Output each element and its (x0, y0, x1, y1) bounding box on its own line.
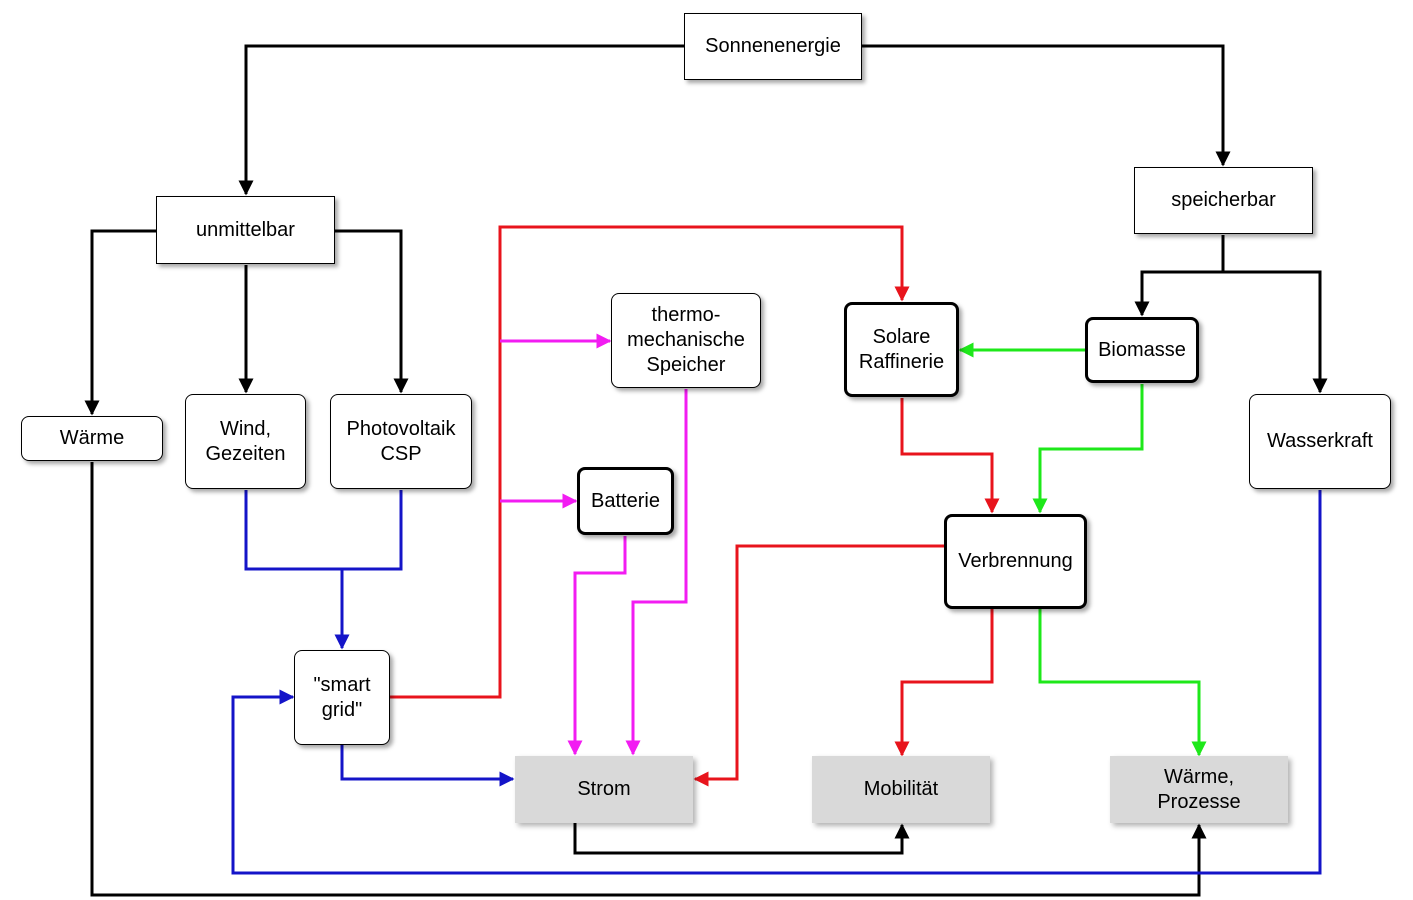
edge-wasserkraft-smart-grid (231, 490, 1322, 875)
edge-wind-merge (244, 490, 403, 571)
node-batterie[interactable]: Batterie (577, 467, 674, 535)
edge-sonnenenergie-speicherbar (862, 44, 1231, 167)
edge-smart-grid-strom (340, 745, 515, 787)
node-smart-grid[interactable]: "smart grid" (294, 650, 390, 745)
node-mobilitaet[interactable]: Mobilität (812, 756, 990, 823)
node-thermo[interactable]: thermo- mechanische Speicher (611, 293, 761, 388)
edge-thermo-strom (625, 389, 688, 756)
edge-batterie-strom (567, 536, 627, 756)
edge-biomasse-verbrennung (1032, 384, 1144, 514)
edge-strom-mobilitaet (573, 823, 910, 855)
node-wasserkraft[interactable]: Wasserkraft (1249, 394, 1391, 489)
node-unmittelbar[interactable]: unmittelbar (156, 196, 335, 264)
node-speicherbar[interactable]: speicherbar (1134, 167, 1313, 234)
node-biomasse[interactable]: Biomasse (1085, 317, 1199, 383)
edge-unmittelbar-photovoltaik (335, 229, 409, 394)
edge-sonnenenergie-unmittelbar (238, 44, 684, 196)
edge-waerme-waerme-prozesse (90, 462, 1207, 897)
edge-smart-grid-solare (390, 225, 910, 699)
node-wind[interactable]: Wind, Gezeiten (185, 394, 306, 489)
node-verbrennung[interactable]: Verbrennung (944, 514, 1087, 609)
edge-verbrennung-strom (693, 544, 944, 787)
edge-solare-verbrennung (900, 398, 1000, 514)
edge-verbrennung-mobilitaet (894, 609, 994, 757)
node-sonnenenergie[interactable]: Sonnenenergie (684, 13, 862, 80)
edge-verbrennung-waerme-prozesse (1038, 609, 1207, 757)
edge-speicherbar-biomasse (1134, 235, 1225, 317)
node-photovoltaik[interactable]: Photovoltaik CSP (330, 394, 472, 489)
node-waerme-prozesse[interactable]: Wärme, Prozesse (1110, 756, 1288, 823)
node-strom[interactable]: Strom (515, 756, 693, 823)
node-solare-raffinerie[interactable]: Solare Raffinerie (844, 302, 959, 397)
node-waerme[interactable]: Wärme (21, 416, 163, 461)
edge-unmittelbar-waerme (84, 229, 156, 416)
edge-speicherbar-wasserkraft (1223, 270, 1328, 394)
